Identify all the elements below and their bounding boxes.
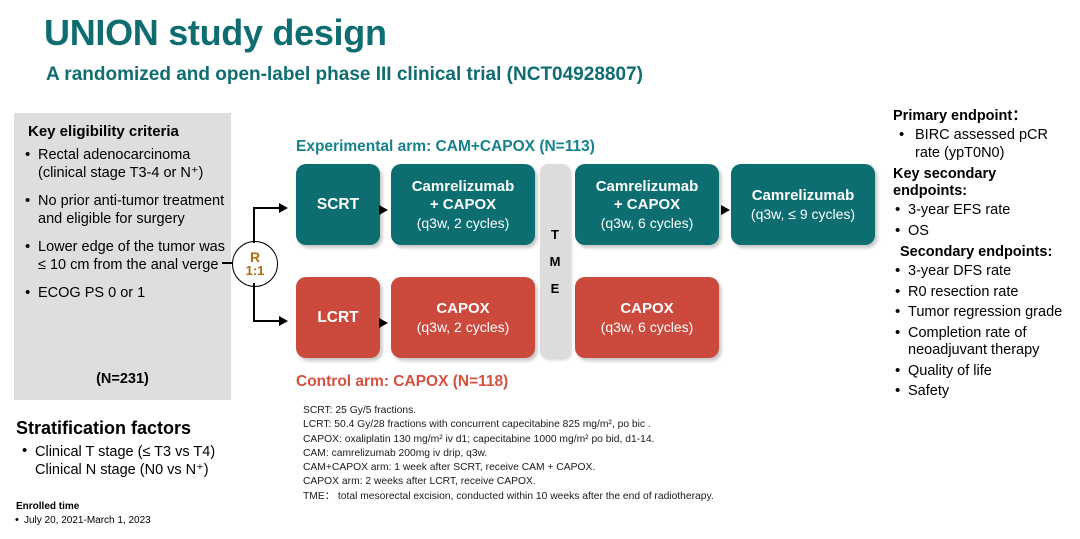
list-item: Completion rate of neoadjuvant therapy (893, 324, 1073, 360)
tme-letter: T (551, 226, 559, 242)
list-item: ECOG PS 0 or 1 (22, 284, 227, 303)
stratification-list: Clinical T stage (≤ T3 vs T4) Clinical N… (20, 442, 270, 479)
box-label: SCRT (316, 195, 360, 213)
footnote-line: SCRT: 25 Gy/5 fractions. (303, 405, 417, 416)
box-label-line3: (q3w, 6 cycles) (600, 214, 694, 231)
page-title: UNION study design (44, 12, 387, 53)
primary-endpoint-list: BIRC assessed pCR rate (ypT0N0) (893, 126, 1073, 162)
footnote-line: CAM: camrelizumab 200mg iv drip, q3w. (303, 447, 488, 459)
randomization-ratio: 1:1 (245, 263, 265, 278)
tme-letter: E (550, 280, 560, 296)
eligibility-list: Rectal adenocarcinoma (clinical stage T3… (22, 146, 227, 314)
randomization-node: R 1:1 (232, 241, 278, 287)
enrolled-time-heading: Enrolled time (16, 501, 80, 512)
list-item: Tumor regression grade (893, 303, 1073, 322)
list-item: Clinical T stage (≤ T3 vs T4) (20, 442, 270, 461)
box-label-line3: (q3w, ≤ 9 cycles) (750, 205, 856, 222)
footnote-line: CAPOX arm: 2 weeks after LCRT, receive C… (303, 476, 536, 488)
arrow-icon (279, 202, 288, 213)
list-item: Lower edge of the tumor was ≤ 10 cm from… (22, 238, 227, 274)
arrow-icon (379, 205, 388, 215)
enrolled-time-value: July 20, 2021-March 1, 2023 (15, 514, 151, 526)
randomization-letter: R (249, 249, 261, 265)
stratification-heading: Stratification factors (16, 418, 192, 438)
box-label-line3: (q3w, 6 cycles) (600, 318, 694, 335)
list-item: BIRC assessed pCR rate (ypT0N0) (893, 126, 1073, 162)
box-capox-2cycles: CAPOX (q3w, 2 cycles) (391, 277, 535, 358)
page-subtitle: A randomized and open-label phase III cl… (46, 64, 643, 85)
list-item: 3-year EFS rate (893, 201, 1073, 220)
connector-line-up (253, 207, 255, 243)
secondary-endpoint-heading: Secondary endpoints: (900, 244, 1053, 260)
arrow-icon (379, 318, 388, 328)
eligibility-heading: Key eligibility criteria (28, 123, 179, 140)
key-secondary-endpoint-heading: Key secondary endpoints: (893, 166, 997, 199)
footnotes: SCRT: 25 Gy/5 fractions. LCRT: 50.4 Gy/2… (303, 404, 783, 504)
box-camrelizumab-capox-6cycles: Camrelizumab + CAPOX (q3w, 6 cycles) (575, 164, 719, 245)
tme-letter: M (549, 253, 561, 269)
eligibility-total-n: (N=231) (96, 371, 149, 387)
connector-line-up-horizontal (253, 207, 281, 209)
box-tme: T M E (540, 164, 570, 358)
list-item: Clinical N stage (N0 vs N⁺) (35, 462, 209, 478)
box-label-line1: Camrelizumab (751, 186, 855, 204)
box-camrelizumab-maintenance: Camrelizumab (q3w, ≤ 9 cycles) (731, 164, 875, 245)
experimental-arm-label: Experimental arm: CAM+CAPOX (N=113) (296, 138, 595, 155)
footnote-line: LCRT: 50.4 Gy/28 fractions with concurre… (303, 419, 651, 431)
box-label-line1: CAPOX (620, 299, 674, 317)
box-label-line1: Camrelizumab (595, 177, 699, 195)
key-secondary-endpoint-list: 3-year EFS rate OS (893, 201, 1073, 241)
box-lcrt: LCRT (296, 277, 380, 358)
connector-line-down (253, 283, 255, 322)
list-item: Rectal adenocarcinoma (clinical stage T3… (22, 146, 227, 182)
box-scrt: SCRT (296, 164, 380, 245)
list-item: Safety (893, 382, 1073, 401)
list-item: 3-year DFS rate (893, 262, 1073, 281)
connector-line-down-horizontal (253, 320, 281, 322)
box-label-line2: + CAPOX (429, 195, 497, 213)
box-label-line3: (q3w, 2 cycles) (416, 214, 510, 231)
footnote-line: CAM+CAPOX arm: 1 week after SCRT, receiv… (303, 462, 596, 474)
list-item: Quality of life (893, 362, 1073, 381)
box-camrelizumab-capox-2cycles: Camrelizumab + CAPOX (q3w, 2 cycles) (391, 164, 535, 245)
secondary-endpoint-list: 3-year DFS rate R0 resection rate Tumor … (893, 262, 1073, 401)
footnote-line: CAPOX: oxaliplatin 130 mg/m² iv d1; cape… (303, 433, 655, 445)
box-label-line3: (q3w, 2 cycles) (416, 318, 510, 335)
footnote-line: TME： total mesorectal excision, conducte… (303, 490, 714, 502)
list-item: OS (893, 222, 1073, 241)
control-arm-label: Control arm: CAPOX (N=118) (296, 373, 509, 390)
box-label-line1: Camrelizumab (411, 177, 515, 195)
arrow-icon (721, 205, 730, 215)
box-capox-6cycles: CAPOX (q3w, 6 cycles) (575, 277, 719, 358)
list-item: R0 resection rate (893, 283, 1073, 302)
box-label-line2: + CAPOX (613, 195, 681, 213)
arrow-icon (279, 315, 288, 326)
eligibility-panel: Key eligibility criteria Rectal adenocar… (14, 113, 231, 400)
randomization-inlet-line (222, 262, 234, 264)
primary-endpoint-heading: Primary endpoint： (893, 108, 1027, 124)
box-label: LCRT (317, 308, 359, 326)
list-item: No prior anti-tumor treatment and eligib… (22, 192, 227, 228)
box-label-line1: CAPOX (436, 299, 490, 317)
endpoints-panel: Primary endpoint： BIRC assessed pCR rate… (893, 108, 1073, 405)
